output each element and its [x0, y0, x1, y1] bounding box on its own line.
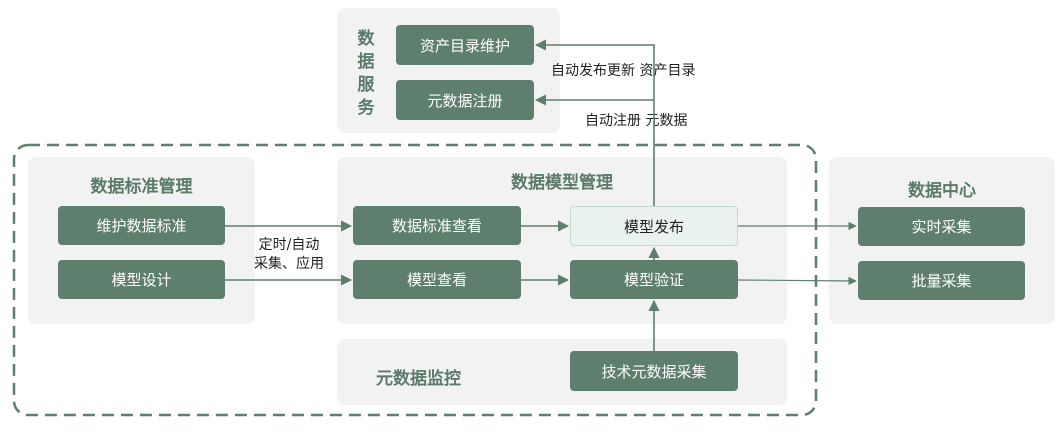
scheduled-auto-line2: 采集、应用 — [254, 256, 324, 272]
arrow-validation-to-batch — [737, 276, 857, 286]
model-publish-box[interactable]: 模型发布 — [570, 206, 738, 246]
data-center-title: 数据中心 — [908, 181, 976, 201]
asset-catalog-maintenance-box[interactable]: 资产目录维护 — [396, 25, 534, 65]
batch-collection-box[interactable]: 批量采集 — [858, 261, 1025, 300]
model-validation-box[interactable]: 模型验证 — [570, 260, 738, 299]
data-standard-view-box[interactable]: 数据标准查看 — [353, 206, 521, 245]
data-standard-management-title: 数据标准管理 — [90, 177, 193, 197]
scheduled-auto-collect-label: 定时/自动 采集、应用 — [236, 236, 342, 274]
model-design-box[interactable]: 模型设计 — [58, 260, 225, 299]
arrow-publish-to-asset-catalog — [534, 39, 655, 206]
data-service-title: 数据服务 — [357, 29, 375, 118]
metadata-registration-box[interactable]: 元数据注册 — [396, 80, 534, 120]
metadata-monitoring-title: 元数据监控 — [376, 369, 461, 389]
technical-metadata-collection-box[interactable]: 技术元数据采集 — [570, 351, 738, 391]
maintain-data-standard-box[interactable]: 维护数据标准 — [58, 206, 225, 245]
realtime-collection-box[interactable]: 实时采集 — [858, 207, 1025, 246]
model-view-box[interactable]: 模型查看 — [353, 260, 521, 299]
auto-publish-update-catalog-label: 自动发布更新 资产目录 — [551, 63, 696, 79]
data-model-management-title: 数据模型管理 — [511, 173, 613, 193]
auto-register-metadata-label: 自动注册 元数据 — [585, 113, 688, 129]
scheduled-auto-line1: 定时/自动 — [258, 237, 320, 253]
system-boundary-dashed — [12, 143, 818, 417]
